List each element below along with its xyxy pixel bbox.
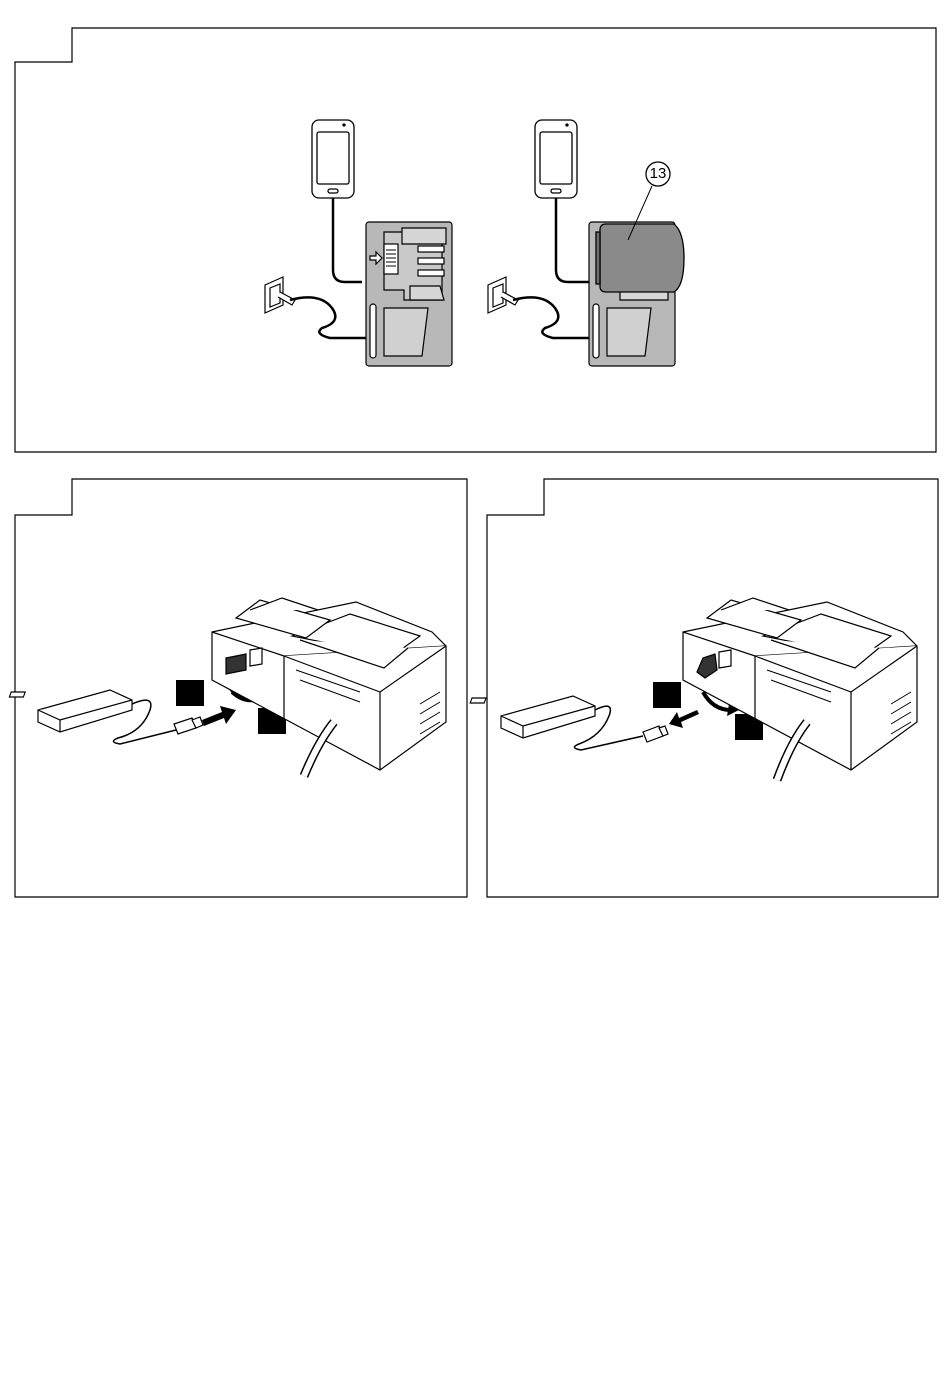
usb-plug-icon	[643, 726, 668, 742]
charger-body	[683, 598, 917, 770]
figure-panel-bottom-right	[475, 470, 950, 910]
wall-outlet-left	[265, 277, 295, 313]
figure-panel-bottom-left	[0, 470, 475, 910]
power-bank-icon	[470, 696, 595, 738]
smartphone-left	[312, 120, 354, 198]
insert-arrow	[202, 706, 236, 726]
usb-cable-right	[556, 198, 590, 282]
smartphone-right	[535, 120, 577, 198]
step-box-1	[653, 682, 681, 708]
usb-plug-icon	[174, 717, 203, 734]
step-box-1	[176, 680, 204, 706]
figure-panel-top: 13	[0, 0, 950, 460]
charger-left	[366, 222, 452, 366]
figure-panel-bottom-left-drawing	[0, 470, 475, 910]
figure-panel-bottom-right-drawing	[475, 470, 950, 910]
usb-cable-left	[333, 198, 362, 282]
power-cord-left	[290, 297, 368, 338]
panel-frame	[15, 28, 936, 452]
figure-panel-top-drawing	[0, 0, 950, 460]
power-bank-icon	[9, 690, 132, 732]
battery-callout-number: 13	[646, 165, 670, 183]
wall-outlet-right	[488, 277, 518, 313]
battery-pack-icon	[596, 224, 684, 292]
power-cord-right	[513, 297, 592, 338]
charger-body	[212, 598, 446, 770]
remove-arrow	[669, 710, 699, 728]
